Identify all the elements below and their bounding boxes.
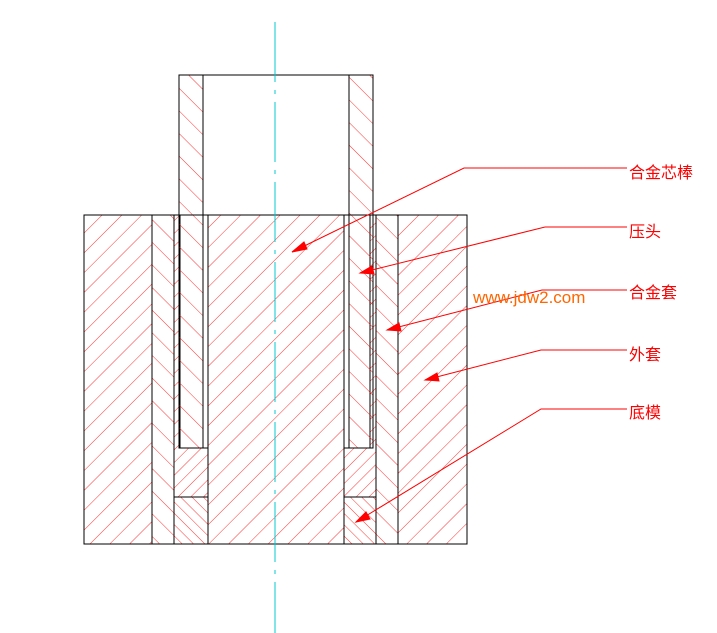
label-alloy-sleeve: 合金套 [629,283,677,302]
arrow-press-head [358,265,375,275]
watermark: www.jdw2.com [472,288,585,307]
leader-press-head [359,226,627,274]
arrow-core-rod [291,241,308,253]
leader-outer-sleeve [424,349,627,381]
arrow-bottom-die [354,511,371,523]
leader-lines [291,167,627,523]
label-press-head: 压头 [629,222,661,241]
alloy-core-rod [207,214,345,545]
leader-bottom-die [355,408,627,523]
leader-alloy-sleeve [386,289,627,331]
arrow-alloy-sleeve [385,322,402,332]
label-outer-sleeve: 外套 [629,345,661,364]
arrow-outer-sleeve [423,372,440,382]
leader-core-rod [291,167,627,253]
label-core-rod: 合金芯棒 [629,163,693,182]
label-bottom-die: 底模 [629,403,661,422]
press-head [178,74,374,449]
